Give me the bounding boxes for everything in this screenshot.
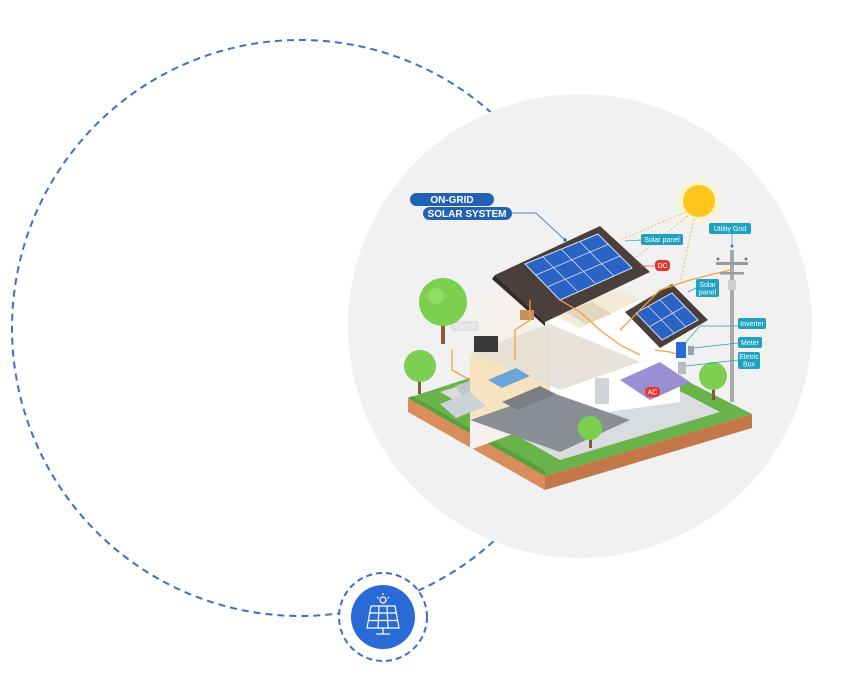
- solar-badge: [338, 572, 428, 662]
- tree-right: [699, 362, 727, 400]
- system-title-badge: ON-GRID SOLAR SYSTEM: [410, 193, 567, 242]
- tree-left-large: [419, 278, 467, 344]
- svg-text:DC: DC: [657, 263, 667, 270]
- power-wiring: [451, 269, 731, 381]
- svg-text:panel: panel: [699, 290, 717, 297]
- main-solar-panel: [524, 233, 633, 301]
- secondary-solar-panel: [635, 292, 699, 341]
- inverter-unit: [676, 342, 686, 358]
- label-inverter: Inverter: [685, 318, 766, 343]
- svg-text:Solar panel: Solar panel: [644, 237, 680, 244]
- solar-panel-icon: [366, 593, 400, 635]
- svg-text:Eletric: Eletric: [739, 354, 759, 361]
- svg-text:Utility Grid: Utility Grid: [714, 226, 746, 233]
- desk: [520, 310, 534, 320]
- label-meter: Meter: [693, 337, 762, 349]
- label-dc: DC: [640, 260, 670, 271]
- tree-left-small: [404, 350, 436, 394]
- label-solar-panel-main: Solar panel: [624, 234, 683, 245]
- bed: [566, 302, 612, 324]
- meter-unit: [688, 346, 694, 355]
- label-ac: AC: [645, 387, 660, 397]
- sofa: [488, 368, 530, 388]
- svg-text:Meter: Meter: [741, 340, 760, 347]
- label-solar-panel-small: Solar panel: [687, 279, 719, 297]
- svg-text:AC: AC: [648, 390, 658, 397]
- label-utility-grid: Utility Grid: [709, 223, 751, 248]
- kitchen-counter: [502, 386, 556, 410]
- air-conditioner: [451, 321, 479, 331]
- svg-text:Solar: Solar: [699, 282, 716, 289]
- title-line-1: ON-GRID: [430, 195, 473, 206]
- electric-box-unit: [678, 362, 686, 374]
- svg-text:Box: Box: [743, 362, 756, 369]
- fridge: [595, 378, 609, 404]
- svg-text:Inverter: Inverter: [740, 321, 764, 328]
- label-electric-box: Eletric Box: [685, 352, 760, 369]
- sun-icon: [677, 179, 721, 223]
- stairs: [440, 392, 486, 418]
- tv: [474, 336, 498, 352]
- tree-front: [578, 416, 602, 448]
- title-line-2: SOLAR SYSTEM: [428, 209, 507, 220]
